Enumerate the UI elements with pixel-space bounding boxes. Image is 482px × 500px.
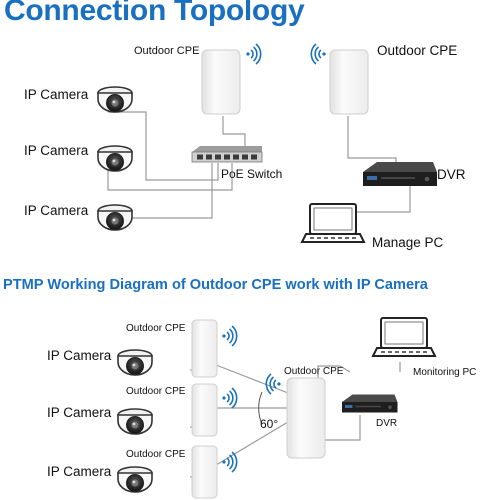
wifi-icon [265, 373, 282, 395]
camera-icon [117, 349, 153, 376]
wire-cpe-to-pc [317, 365, 351, 378]
wire-dvr-to-pc [356, 186, 411, 213]
wire-cpe-to-dvr [347, 116, 397, 167]
dvr-label: DVR [437, 167, 466, 182]
laptop-icon [372, 317, 436, 357]
top-right-cpe [329, 49, 369, 115]
wifi-icon [221, 387, 238, 409]
dvr-icon [342, 394, 398, 413]
wire-camera2-to-switch [107, 163, 233, 191]
wifi-icon [221, 451, 238, 473]
camera-icon [117, 466, 153, 493]
camera-icon [97, 145, 133, 172]
camera-icon [117, 408, 153, 435]
laptop-icon [301, 203, 365, 243]
pc-label: Manage PC [372, 235, 444, 250]
center-cpe [286, 377, 326, 459]
wire-cpe-to-dvr [325, 415, 361, 441]
top-left-cpe [201, 49, 241, 115]
cpe-label: Outdoor CPE [284, 366, 344, 377]
cpe-label: Outdoor CPE [126, 386, 186, 397]
bottom-cpe-1 [191, 319, 218, 378]
camera-icon [97, 204, 133, 231]
pc-label: Monitoring PC [413, 367, 477, 378]
switch-label: PoE Switch [221, 167, 283, 181]
cpe-label: Outdoor CPE [377, 43, 458, 58]
poe-switch-icon [191, 146, 263, 163]
cpe-label: Outdoor CPE [126, 323, 186, 334]
wifi-icon [221, 325, 238, 347]
wifi-icon [310, 43, 327, 65]
wire-cpe-to-switch [222, 116, 246, 150]
bottom-cpe-3 [191, 445, 218, 499]
section-subtitle: PTMP Working Diagram of Outdoor CPE work… [3, 277, 428, 293]
camera-label: IP Camera [47, 405, 112, 420]
bottom-cpe-2 [191, 383, 218, 437]
page-title: Connection Topology [4, 0, 305, 27]
angle-arc [258, 391, 263, 425]
dvr-label: DVR [376, 418, 398, 429]
top-wires [107, 111, 411, 219]
dvr-icon [363, 162, 437, 186]
camera-label: IP Camera [24, 143, 89, 158]
camera-label: IP Camera [47, 464, 112, 479]
camera-label: IP Camera [47, 348, 112, 363]
angle-label: 60° [260, 417, 279, 431]
link-line-1 [215, 364, 289, 394]
wifi-icon [245, 43, 262, 65]
cpe-label: Outdoor CPE [126, 449, 186, 460]
camera-label: IP Camera [24, 203, 89, 218]
wire-camera1-to-switch [108, 111, 219, 181]
cpe-label: Outdoor CPE [134, 45, 200, 57]
camera-icon [97, 86, 133, 113]
camera-label: IP Camera [24, 87, 89, 102]
